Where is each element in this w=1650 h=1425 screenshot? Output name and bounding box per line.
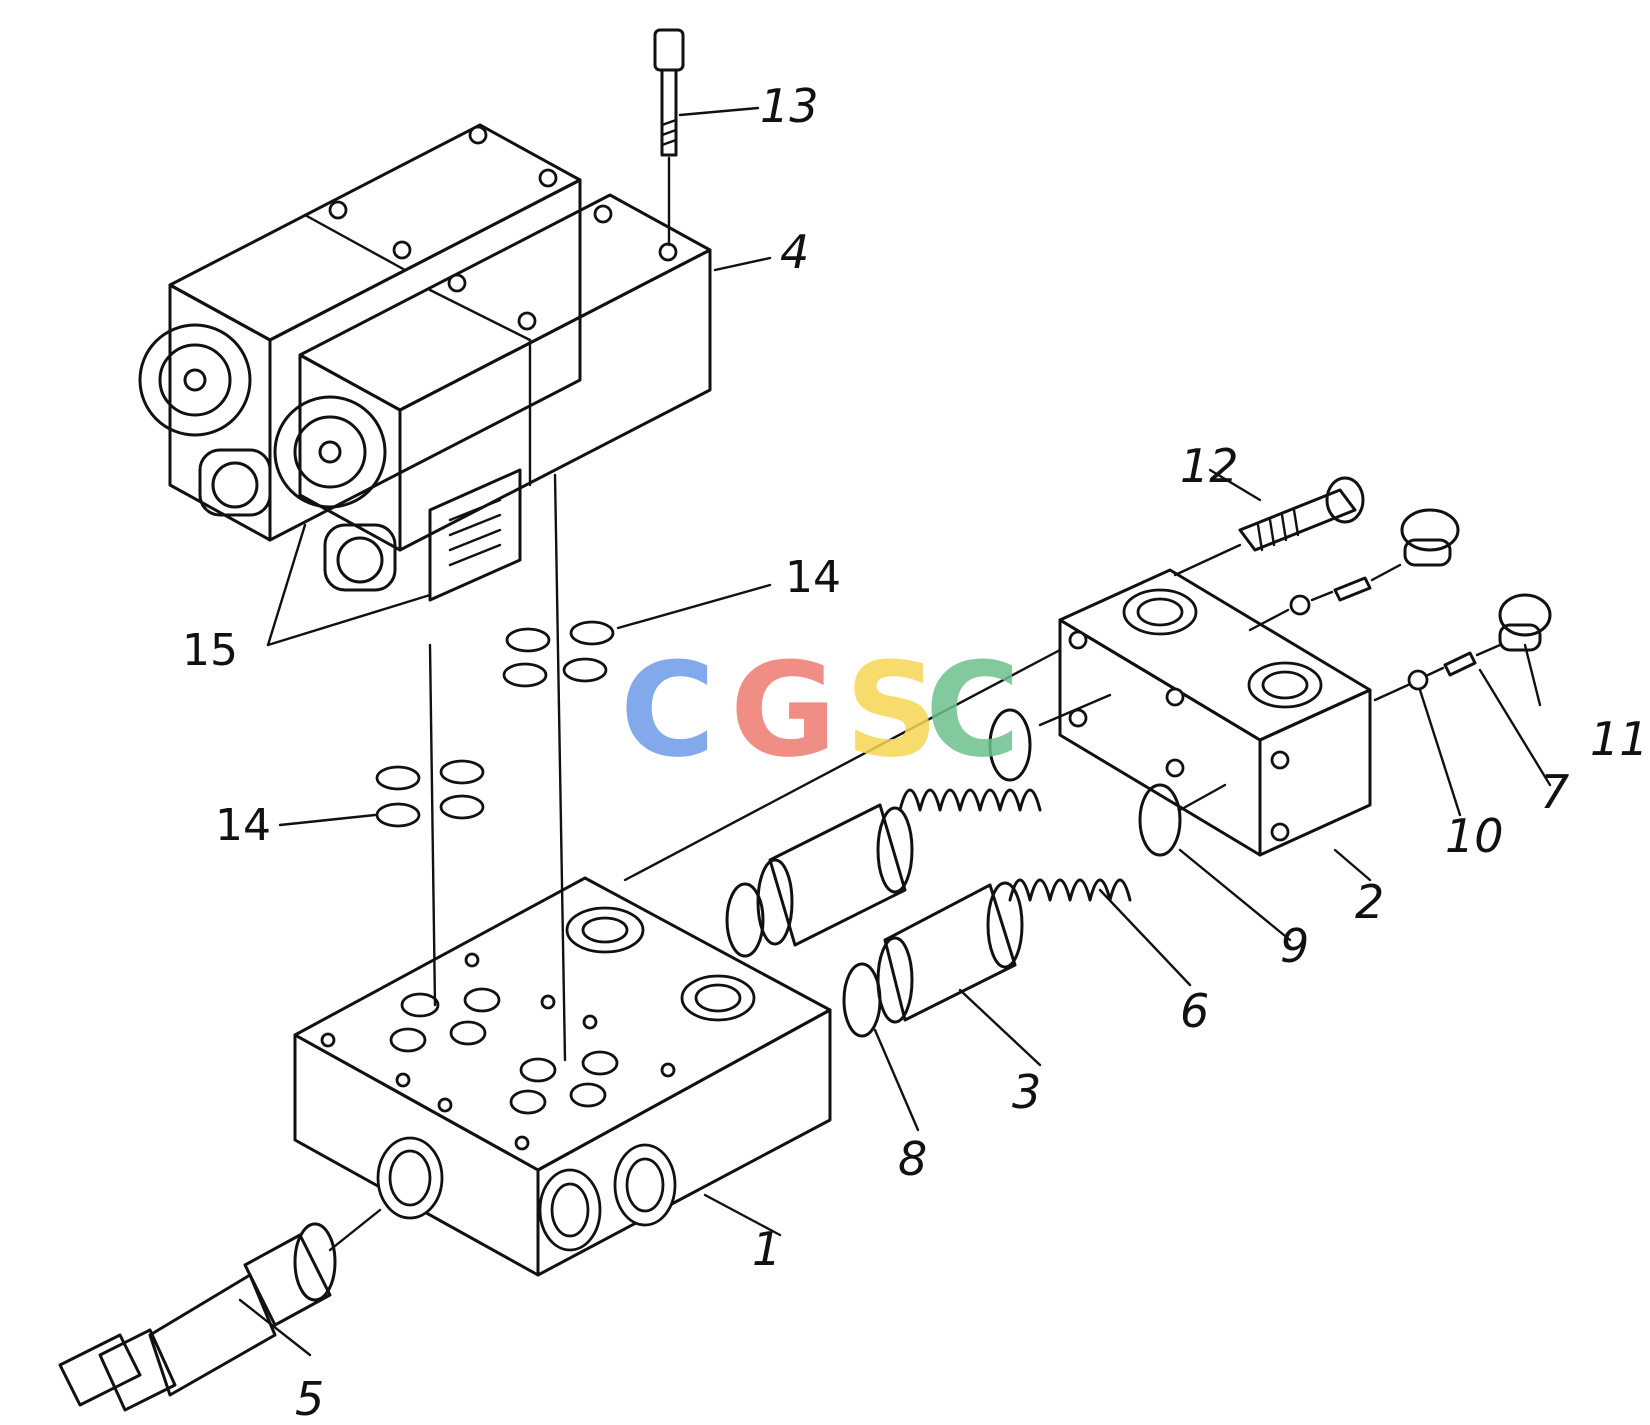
screw-13 (653, 28, 685, 247)
watermark-letter-s: S (845, 634, 939, 786)
plug-11 (1373, 593, 1552, 702)
callout-8: 8 (898, 1132, 927, 1186)
callout-14-upper: 14 (785, 552, 841, 603)
callout-leaders (238, 106, 1552, 1357)
spring-6 (1008, 693, 1227, 902)
spool-upper (623, 648, 1062, 958)
callout-9: 9 (1280, 919, 1309, 973)
callout-3: 3 (1012, 1065, 1041, 1119)
callout-1: 1 (752, 1222, 781, 1276)
o-rings-14 (375, 620, 615, 828)
bolt-12 (1173, 476, 1365, 577)
watermark-letter-c1: C (620, 634, 715, 786)
callout-14-lower: 14 (215, 800, 271, 851)
callout-5: 5 (295, 1372, 324, 1425)
watermark-letter-c2: C (925, 634, 1020, 786)
callout-12: 12 (1180, 439, 1239, 493)
spring-upper (898, 708, 1042, 812)
solenoid-valve (138, 123, 712, 602)
callout-10: 10 (1445, 809, 1504, 863)
assembly-line-left (428, 643, 437, 1007)
spool-3 (842, 881, 1024, 1038)
manifold-block (293, 876, 832, 1277)
end-block (1058, 568, 1372, 857)
callout-4: 4 (780, 225, 809, 279)
watermark-cgsc: C G S C (620, 634, 1020, 786)
callout-13: 13 (760, 79, 819, 133)
plug-upper (1248, 508, 1460, 632)
callout-6: 6 (1180, 984, 1209, 1038)
assembly-line-right (553, 473, 567, 1062)
callout-2: 2 (1355, 875, 1384, 929)
watermark-letter-g: G (730, 634, 837, 786)
callout-15: 15 (182, 625, 238, 676)
callout-11: 11 (1590, 712, 1649, 766)
cartridge-5 (58, 1208, 382, 1412)
callout-7: 7 (1540, 765, 1569, 819)
